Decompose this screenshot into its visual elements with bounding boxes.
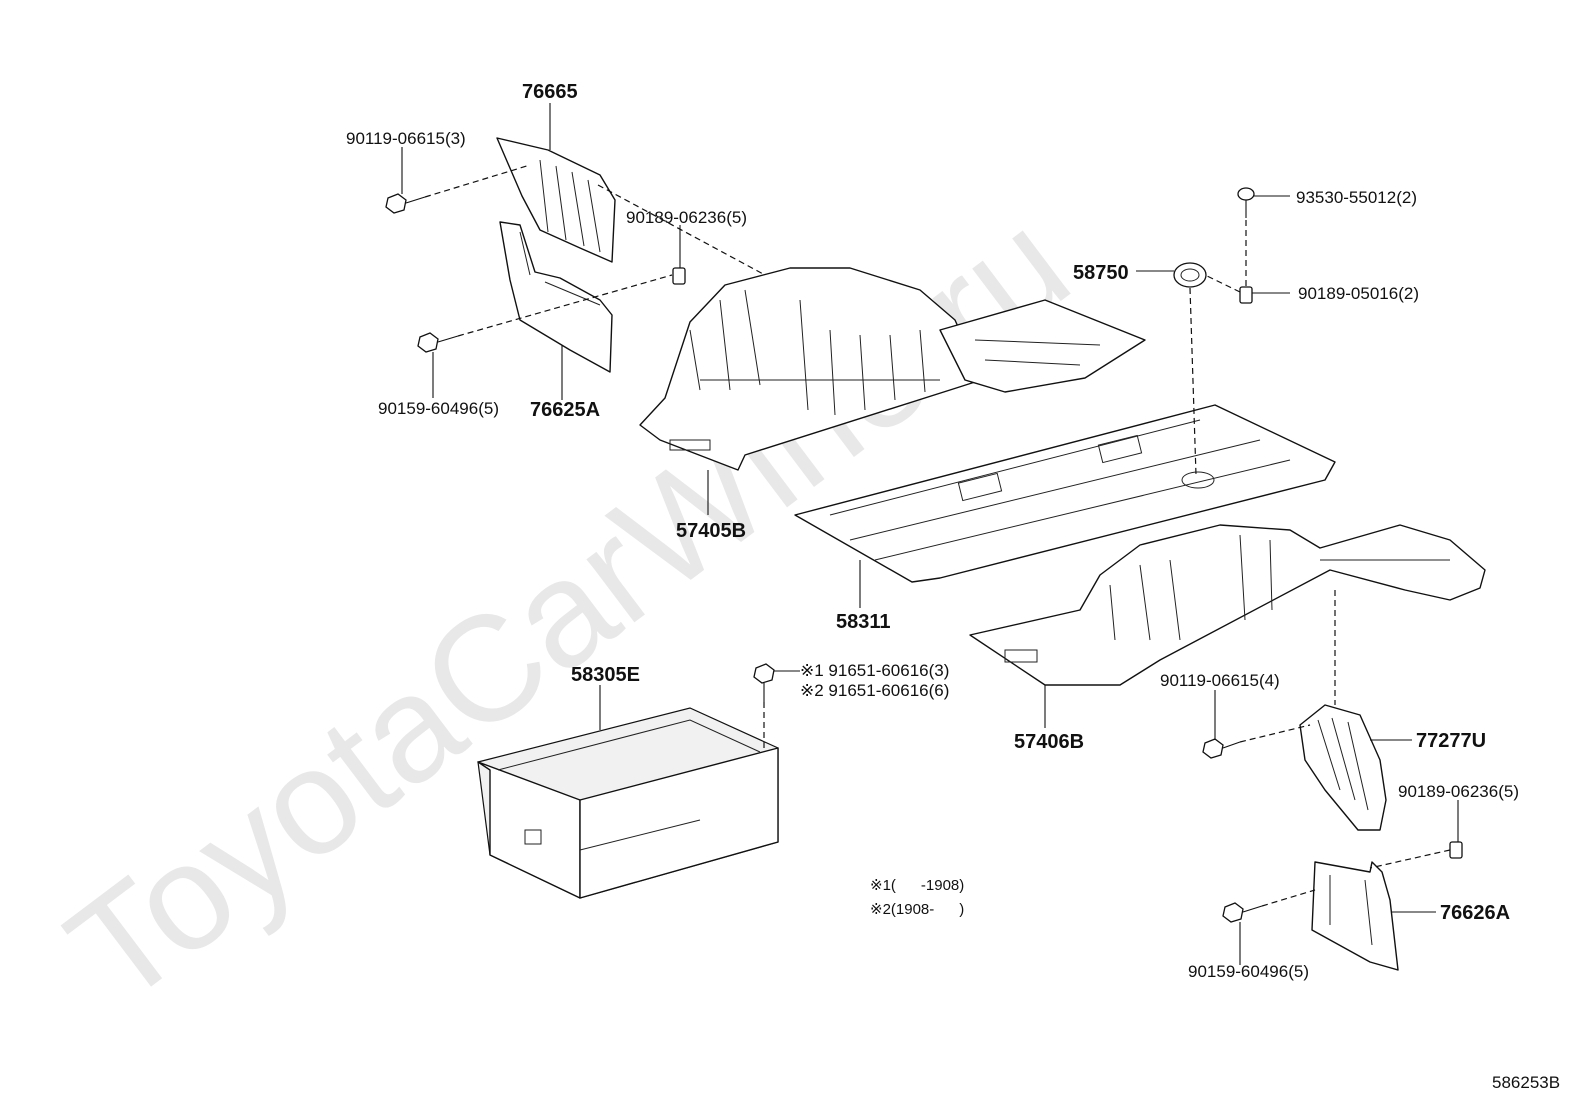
diagram-id: 586253B <box>1492 1073 1560 1092</box>
label-76625A[interactable]: 76625A <box>530 399 600 421</box>
note-1: ※1( -1908) <box>870 877 964 894</box>
leader-lines <box>401 103 1459 965</box>
label-58311[interactable]: 58311 <box>836 611 891 633</box>
assembly-lines <box>424 164 1451 907</box>
label-90189-05016-2[interactable]: 90189-05016(2) <box>1298 284 1419 303</box>
label-76626A[interactable]: 76626A <box>1440 902 1510 924</box>
floor-pan-58311[interactable] <box>794 404 1336 583</box>
label-91651-60616-3[interactable]: ※1 91651-60616(3) <box>800 661 949 680</box>
label-90119-06615-3[interactable]: 90119-06615(3) <box>346 129 466 148</box>
wheelhouse-57405B[interactable] <box>639 267 1146 471</box>
gasket-icon <box>1173 262 1207 288</box>
label-57406B[interactable]: 57406B <box>1014 731 1084 753</box>
label-90159-60496-5-b[interactable]: 90159-60496(5) <box>1188 962 1309 981</box>
mudguard-76626A[interactable] <box>1311 861 1399 971</box>
mudguard-76665[interactable] <box>496 137 616 263</box>
label-90119-06615-4[interactable]: 90119-06615(4) <box>1160 671 1280 690</box>
wheelhouse-57406B[interactable] <box>969 524 1486 686</box>
clip-icon <box>672 267 686 285</box>
clip-icon <box>1449 841 1463 859</box>
label-57405B[interactable]: 57405B <box>676 520 746 542</box>
bolt-icon <box>1222 902 1263 923</box>
tray-58305E[interactable] <box>477 707 779 899</box>
label-77277U[interactable]: 77277U <box>1416 730 1486 752</box>
label-76665[interactable]: 76665 <box>522 81 578 103</box>
screw-icon <box>1237 187 1255 218</box>
bolt-icon <box>1202 738 1241 759</box>
label-93530-55012-2[interactable]: 93530-55012(2) <box>1296 188 1417 207</box>
bolt-icon <box>753 663 775 702</box>
label-58750[interactable]: 58750 <box>1073 262 1129 284</box>
label-91651-60616-6[interactable]: ※2 91651-60616(6) <box>800 681 949 700</box>
label-90189-06236-5-b[interactable]: 90189-06236(5) <box>1398 782 1519 801</box>
label-90189-06236-5[interactable]: 90189-06236(5) <box>626 208 747 227</box>
mudguard-77277U[interactable] <box>1299 704 1387 831</box>
label-90159-60496-5[interactable]: 90159-60496(5) <box>378 399 499 418</box>
label-58305E[interactable]: 58305E <box>571 664 640 686</box>
clip-icon <box>1239 286 1253 304</box>
mudguard-76625A[interactable] <box>499 221 613 373</box>
bolt-icon <box>417 332 459 353</box>
bolt-icon <box>385 193 426 214</box>
note-2: ※2(1908- ) <box>870 901 964 918</box>
